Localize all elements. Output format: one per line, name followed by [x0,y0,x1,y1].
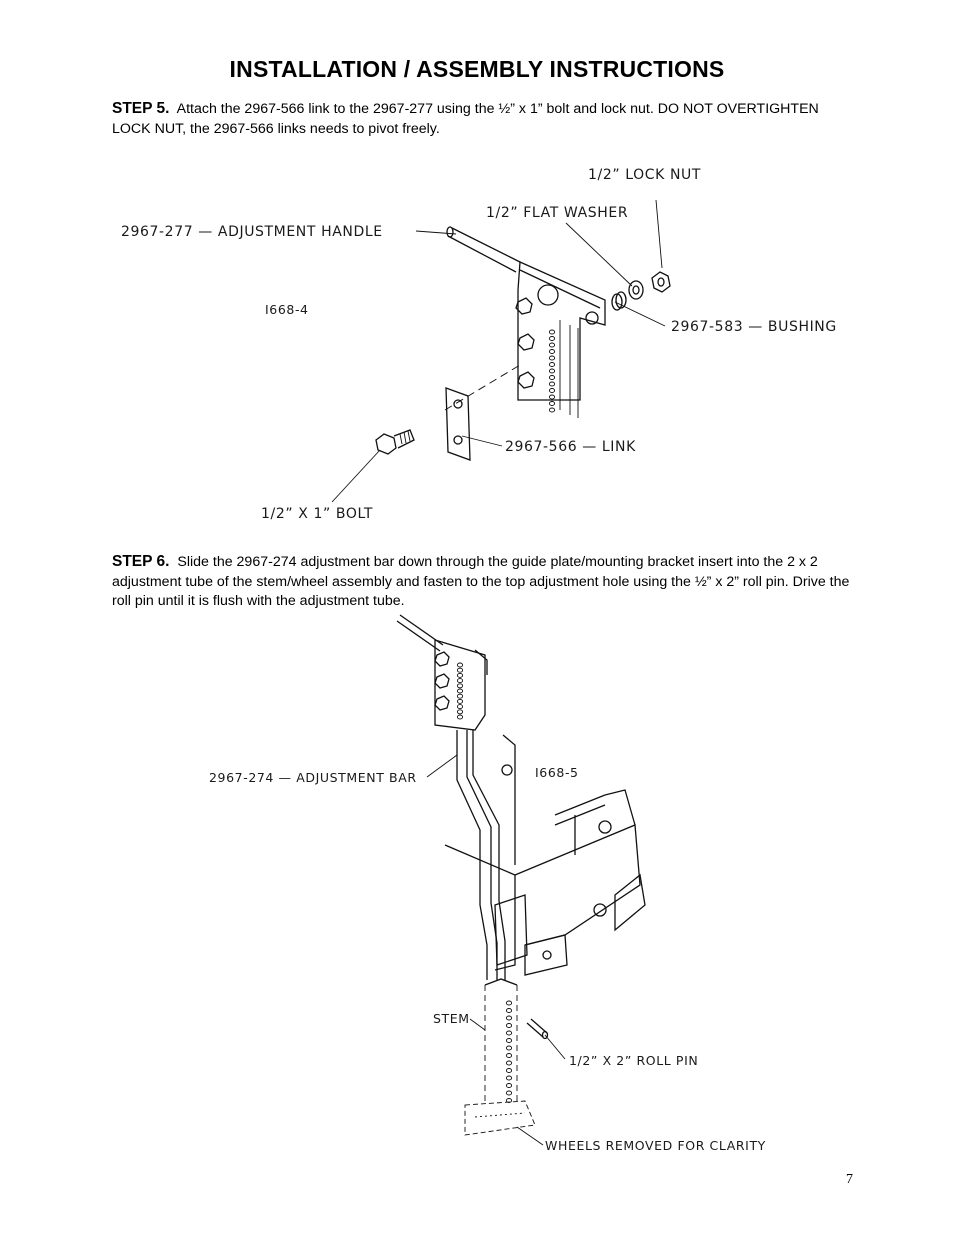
hole [505,1023,513,1028]
hole [548,401,556,406]
step-6-label: STEP 6. [112,553,170,570]
hole [456,704,464,710]
link-part [445,387,471,461]
label-wheels-removed: WHEELS REMOVED FOR CLARITY [545,1138,766,1153]
figure-adjustment-bar-assembly: 2967-274 — ADJUSTMENT BAR I668-5 STEM 1/… [209,614,766,1153]
label-lock-nut: 1/2” LOCK NUT [588,167,701,183]
hole [505,1083,513,1088]
wheel-yoke-base [464,1100,536,1136]
step-6-text: Slide the 2967-274 adjustment bar down t… [112,554,850,609]
leader-link [461,435,503,447]
bracket-part [515,261,606,418]
drawing-id-1: I668-4 [265,302,309,317]
label-bushing: 2967-583 — BUSHING [671,319,837,335]
roll-pin [526,1018,549,1040]
adjustment-bar [456,730,506,980]
stem-holes [505,1000,513,1103]
hole [456,709,464,715]
top-bracket [434,639,488,731]
step-5-instructions: STEP 5. Attach the 2967-566 link to the … [112,99,852,139]
page-number: 7 [846,1172,853,1187]
label-stem: STEM [433,1011,470,1026]
hole [456,662,464,668]
step-6-instructions: STEP 6. Slide the 2967-274 adjustment ba… [112,552,852,612]
hole [548,407,556,413]
leader-bushing [614,301,666,327]
leader-roll-pin [544,1034,566,1060]
hole [456,672,464,678]
hole [456,698,464,704]
hole [505,1045,513,1051]
leader-flat-washer [565,222,633,287]
hole [505,1090,513,1096]
bushing-part [611,291,627,311]
leader-wheels [516,1126,544,1146]
label-bolt: 1/2” X 1” BOLT [261,506,373,522]
label-flat-washer: 1/2” FLAT WASHER [486,205,628,221]
page-title: INSTALLATION / ASSEMBLY INSTRUCTIONS [229,56,725,82]
mounting-frame [444,734,646,976]
lock-nut-part [651,271,671,293]
hole [505,1068,513,1073]
hole [456,683,464,689]
hole [505,1038,513,1043]
hole [548,381,556,387]
hole [456,714,464,720]
hole [548,375,556,380]
hole [505,1000,513,1006]
hole [548,329,556,335]
stem-tube [484,978,518,1105]
bolt-part [375,429,415,455]
leader-bolt [331,449,381,503]
hole [456,667,464,673]
drawing-id-2: I668-5 [535,765,579,780]
leader-stem [469,1018,486,1031]
leader-adjustment-bar [426,754,458,778]
step-5-label: STEP 5. [112,100,170,117]
hole [456,678,464,684]
figure-link-assembly: 1/2” LOCK NUT 1/2” FLAT WASHER 2967-277 … [121,167,837,522]
hole [548,394,556,400]
top-adjustment-holes [456,662,464,720]
label-roll-pin: 1/2” X 2” ROLL PIN [569,1053,698,1068]
handle-rod [396,614,444,652]
hole [456,693,464,699]
hole [505,1030,513,1036]
adjustment-holes [548,329,556,413]
leader-handle [415,230,457,235]
hole [505,1053,513,1058]
hole [548,349,556,354]
label-adjustment-handle: 2967-277 — ADJUSTMENT HANDLE [121,224,383,240]
hole [505,1075,513,1081]
hole [505,1008,513,1013]
flat-washer-part [628,280,644,300]
hole [548,368,556,374]
adjustment-handle-part [446,226,521,273]
label-adjustment-bar: 2967-274 — ADJUSTMENT BAR [209,770,417,785]
hole [548,388,556,393]
hole [548,336,556,341]
step-5-text: Attach the 2967-566 link to the 2967-277… [112,101,819,137]
hole [548,342,556,348]
hole [548,355,556,361]
hole [505,1015,513,1021]
hole [456,688,464,694]
hole [548,362,556,367]
label-link: 2967-566 — LINK [505,439,636,455]
leader-lock-nut [655,199,663,269]
assembly-dashed-line [444,364,521,411]
hole [505,1060,513,1066]
